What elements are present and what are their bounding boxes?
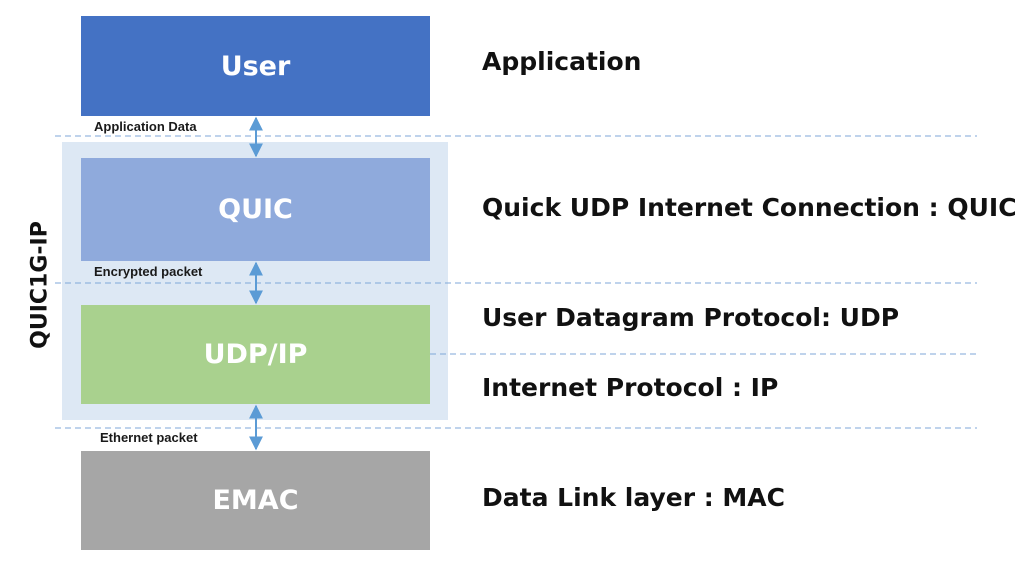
udp-ip-layer-block: UDP/IP bbox=[81, 305, 430, 404]
application-data-label: Application Data bbox=[94, 119, 197, 134]
stack-vertical-label: QUIC1G-IP bbox=[27, 221, 53, 349]
emac-layer-block: EMAC bbox=[81, 451, 430, 550]
user-layer-block: User bbox=[81, 16, 430, 116]
ethernet-packet-label: Ethernet packet bbox=[100, 430, 198, 445]
emac-layer-label: EMAC bbox=[212, 485, 299, 516]
udp-description: User Datagram Protocol: UDP bbox=[482, 303, 900, 332]
encrypted-packet-label: Encrypted packet bbox=[94, 264, 203, 279]
udp-ip-layer-label: UDP/IP bbox=[203, 339, 308, 370]
quic-description: Quick UDP Internet Connection : QUIC bbox=[482, 193, 1017, 222]
quic-layer-block: QUIC bbox=[81, 158, 430, 261]
quic-layer-label: QUIC bbox=[218, 194, 293, 225]
ip-description: Internet Protocol : IP bbox=[482, 373, 779, 402]
application-description: Application bbox=[482, 47, 642, 76]
user-layer-label: User bbox=[220, 50, 291, 82]
mac-description: Data Link layer : MAC bbox=[482, 483, 786, 512]
